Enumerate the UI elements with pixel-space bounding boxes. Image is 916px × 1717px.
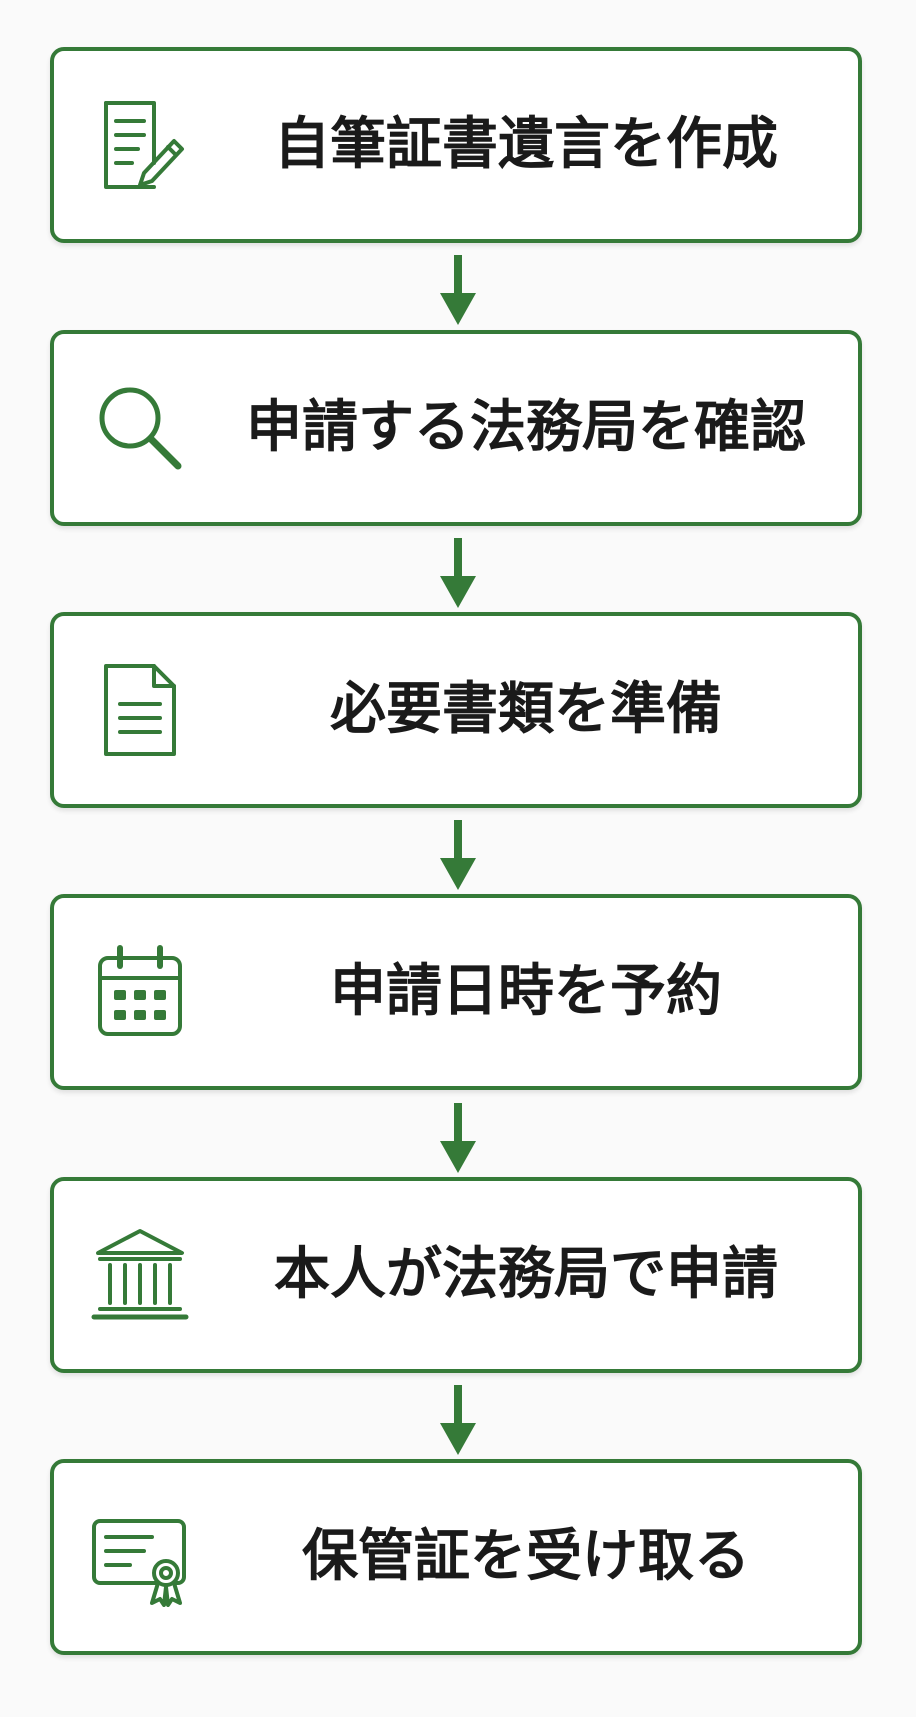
step-box-3: 必要書類を準備 (50, 612, 862, 808)
step-label: 保管証を受け取る (302, 1524, 750, 1589)
down-arrow-icon (440, 820, 476, 890)
step-box-1: 自筆証書遺言を作成 (50, 47, 862, 243)
courthouse-icon (90, 1225, 190, 1325)
certificate-icon (90, 1507, 190, 1607)
down-arrow-icon (440, 1385, 476, 1455)
step-box-2: 申請する法務局を確認 (50, 330, 862, 526)
step-label: 本人が法務局で申請 (274, 1242, 778, 1307)
down-arrow-icon (440, 1103, 476, 1173)
step-box-6: 保管証を受け取る (50, 1459, 862, 1655)
calendar-icon (90, 942, 190, 1042)
document-icon (90, 660, 190, 760)
step-label: 自筆証書遺言を作成 (274, 112, 778, 177)
down-arrow-icon (440, 538, 476, 608)
step-box-4: 申請日時を予約 (50, 894, 862, 1090)
step-box-5: 本人が法務局で申請 (50, 1177, 862, 1373)
step-label: 申請する法務局を確認 (246, 395, 806, 460)
magnifier-icon (90, 378, 190, 478)
step-label: 申請日時を予約 (330, 959, 722, 1024)
document-pen-icon (90, 95, 190, 195)
down-arrow-icon (440, 255, 476, 325)
step-label: 必要書類を準備 (330, 677, 722, 742)
